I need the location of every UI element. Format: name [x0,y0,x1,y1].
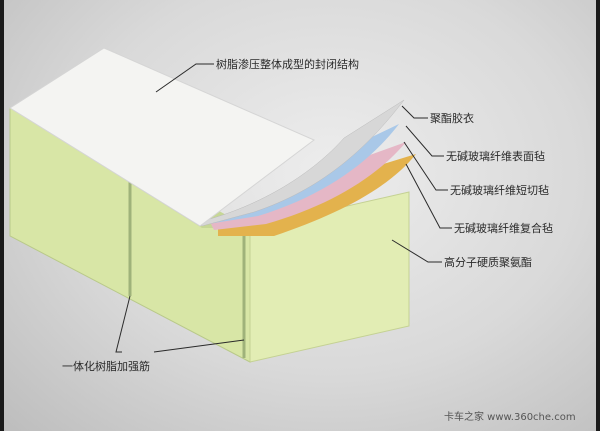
label-rib: 一体化树脂加强筋 [62,359,150,373]
panel-top-face [9,47,315,227]
label-surface-mat: 无碱玻璃纤维表面毡 [446,149,545,163]
leader-rib-2 [153,339,245,353]
leader-structure [155,63,214,93]
leader-foam [391,239,442,263]
leader-chopped-mat [403,141,448,191]
label-structure: 树脂渗压整体成型的封闭结构 [216,57,359,71]
watermark: 卡车之家 www.360che.com [444,410,576,423]
leader-gelcoat [401,105,428,119]
gelcoat-layer [198,99,405,227]
foam-right-face [249,191,410,363]
leader-rib [115,295,131,353]
label-foam: 高分子硬质聚氨酯 [444,255,532,269]
label-chopped-mat: 无碱玻璃纤维短切毡 [450,183,549,197]
label-composite-mat: 无碱玻璃纤维复合毡 [454,221,553,235]
label-gelcoat: 聚酯胶衣 [430,111,474,125]
leader-surface-mat [405,125,444,157]
leader-composite-mat [405,163,452,229]
panel-cross-section-diagram: 树脂渗压整体成型的封闭结构 聚酯胶衣 无碱玻璃纤维表面毡 无碱玻璃纤维短切毡 无… [9,47,576,423]
